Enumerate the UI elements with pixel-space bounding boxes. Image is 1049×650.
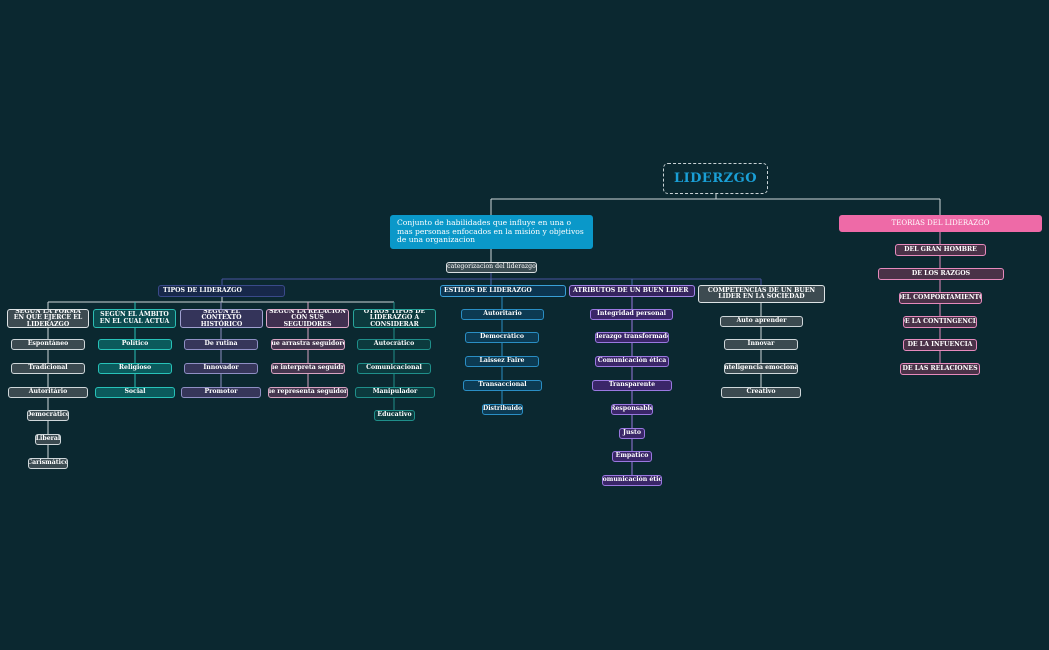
atributo-item[interactable]: Integridad personal [590,309,673,320]
otros-item[interactable]: Manipulador [355,387,435,398]
forma-item[interactable]: Autoritário [8,387,88,398]
ambito-item[interactable]: Político [98,339,172,350]
atributos-title[interactable]: ATRIBUTOS DE UN BUEN LIDER [569,285,695,297]
estilo-item[interactable]: Distribuido [482,404,523,415]
teoria-item[interactable]: DE LA CONTINGENCIA [903,316,977,328]
forma-item[interactable]: Tradicional [11,363,85,374]
otros-item[interactable]: Autocrático [357,339,431,350]
competencia-item[interactable]: Creativo [721,387,801,398]
forma-item[interactable]: Espontáneo [11,339,85,350]
tipos-group-title[interactable]: SEGÚN LA RELACIÓN CON SUS SEGUIDORES [266,309,349,328]
teoria-item[interactable]: DE LAS RELACIONES [900,363,980,375]
teorias-title[interactable]: TEORIAS DEL LIDERAZGO [839,215,1042,232]
contexto-item[interactable]: De rutina [184,339,258,350]
estilo-item[interactable]: Transaccional [463,380,542,391]
relacion-item[interactable]: Que representa seguidores [268,387,348,398]
atributo-item[interactable]: Comunicación ética [595,356,669,367]
competencia-item[interactable]: Innovar [724,339,798,350]
tipos-group-title[interactable]: SEGÚN EL CONTEXTO HISTÓRICO [180,309,263,328]
teoria-item[interactable]: DE LOS RAZGOS [878,268,1004,280]
estilo-item[interactable]: Laissez Faire [465,356,539,367]
definition-node[interactable]: Conjunto de habilidades que influye en u… [390,215,593,249]
categorization-node[interactable]: categorizacion del liderazgo [446,262,537,273]
contexto-item[interactable]: Innovador [184,363,258,374]
atributo-item[interactable]: Justo [619,428,645,439]
estilo-item[interactable]: Autoritario [461,309,544,320]
competencia-item[interactable]: Inteligencia emocional [724,363,798,374]
competencias-title[interactable]: COMPETENCIAS DE UN BUEN LIDER EN LA SOCI… [698,285,825,303]
atributo-item[interactable]: Comunicación ética [602,475,662,486]
competencia-item[interactable]: Auto aprender [720,316,803,327]
tipos-group-title[interactable]: SEGÚN EL ÁMBITO EN EL CUAL ACTUA [93,309,176,328]
otros-item[interactable]: Comunicacional [357,363,431,374]
atributo-item[interactable]: Empatico [612,451,652,462]
atributo-item[interactable]: Responsable [611,404,653,415]
root-node[interactable]: LIDERZGO [663,163,768,194]
estilos-title[interactable]: ESTILOS DE LIDERAZGO [440,285,566,297]
forma-item[interactable]: Liberal [35,434,61,445]
estilo-item[interactable]: Democrático [465,332,539,343]
tipos-title[interactable]: TIPOS DE LIDERAZGO [158,285,285,297]
forma-item[interactable]: Democrático [27,410,69,421]
teoria-item[interactable]: DEL COMPORTAMIENTO [899,292,982,304]
tipos-group-title[interactable]: OTROS TIPOS DE LIDERAZGO A CONSIDERAR [353,309,436,328]
relacion-item[interactable]: Que arrastra seguidores [271,339,345,350]
forma-item[interactable]: Carismático [28,458,68,469]
teoria-item[interactable]: DEL GRAN HOMBRE [895,244,986,256]
atributo-item[interactable]: Transparente [592,380,672,391]
relacion-item[interactable]: Que interpreta seguidres [271,363,345,374]
teoria-item[interactable]: DE LA INFUENCIA [903,339,977,351]
ambito-item[interactable]: Religioso [98,363,172,374]
ambito-item[interactable]: Social [95,387,175,398]
contexto-item[interactable]: Promotor [181,387,261,398]
otros-item[interactable]: Educativo [374,410,415,421]
atributo-item[interactable]: liderazgo transformador [595,332,669,343]
tipos-group-title[interactable]: SEGÚN LA FORMA EN QUE EJERCE EL LIDERAZG… [7,309,89,328]
